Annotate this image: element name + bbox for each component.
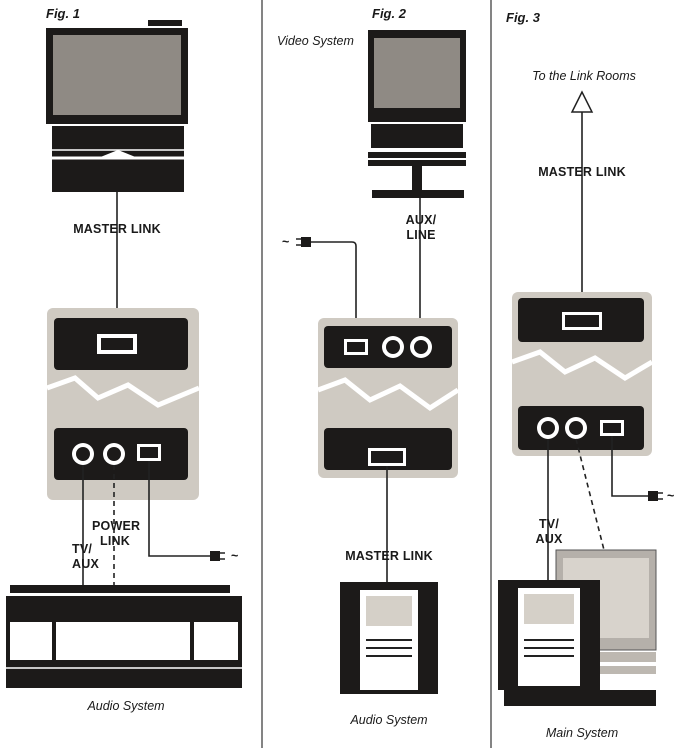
fig3-din-socket-2 (565, 417, 587, 439)
fig3-mains-plug-icon (648, 491, 663, 501)
fig2-television (368, 30, 466, 198)
fig3-power-socket (600, 420, 624, 436)
fig2-mains-cable (311, 241, 357, 340)
fig1-din-socket-1 (72, 443, 94, 465)
fig3-title: Fig. 3 (506, 10, 541, 25)
fig1-master-link-label: MASTER LINK (73, 222, 161, 236)
fig2-master-link-socket (368, 448, 406, 466)
fig3-tv-aux-label-2: AUX (536, 532, 563, 546)
fig2-aux-line-label-1: AUX/ (406, 213, 437, 227)
fig2-din-socket-2 (410, 336, 432, 358)
fig1-mains-symbol: ~ (231, 549, 239, 563)
fig1-power-link-label-2: LINK (100, 534, 130, 548)
fig3-master-link-label: MASTER LINK (538, 165, 626, 179)
fig2-title: Fig. 2 (372, 6, 407, 21)
fig3-dashed-link-cable (575, 438, 605, 551)
fig1-power-link-label-1: POWER (92, 519, 140, 533)
fig1-tv-aux-label-1: TV/ (72, 542, 92, 556)
fig2-aux-line-label-2: LINE (406, 228, 435, 242)
fig2-audio-system (340, 582, 438, 694)
fig3-master-link-socket (562, 312, 602, 330)
fig1-power-socket (137, 444, 161, 461)
fig3-mains-symbol: ~ (667, 489, 675, 503)
fig1-master-link-socket (97, 334, 137, 354)
fig3-system-label: Main System (546, 726, 618, 740)
fig1-system-label: Audio System (86, 699, 164, 713)
fig3-arrow-up-icon (570, 90, 594, 113)
fig3-tv-aux-label-1: TV/ (539, 517, 559, 531)
fig1-title: Fig. 1 (46, 6, 80, 21)
fig2-mains-symbol: ~ (282, 235, 290, 249)
fig2-din-socket-1 (382, 336, 404, 358)
fig1-tv-aux-label-2: AUX (72, 557, 99, 571)
fig1-audio-system (6, 585, 242, 688)
fig3-link-rooms-label: To the Link Rooms (532, 69, 636, 83)
fig2-power-socket (344, 339, 368, 355)
fig1-mains-cable (148, 461, 210, 557)
fig2-video-system-label: Video System (277, 34, 354, 48)
fig3-audio-system (498, 580, 656, 706)
fig1-mains-plug-icon (210, 551, 225, 561)
fig2-mains-plug-icon (296, 237, 311, 247)
fig2-system-label: Audio System (349, 713, 427, 727)
fig1-television (46, 20, 188, 192)
fig3-din-socket-1 (537, 417, 559, 439)
fig1-din-socket-2 (103, 443, 125, 465)
fig3-mains-cable (611, 436, 648, 497)
fig2-master-link-label: MASTER LINK (345, 549, 433, 563)
